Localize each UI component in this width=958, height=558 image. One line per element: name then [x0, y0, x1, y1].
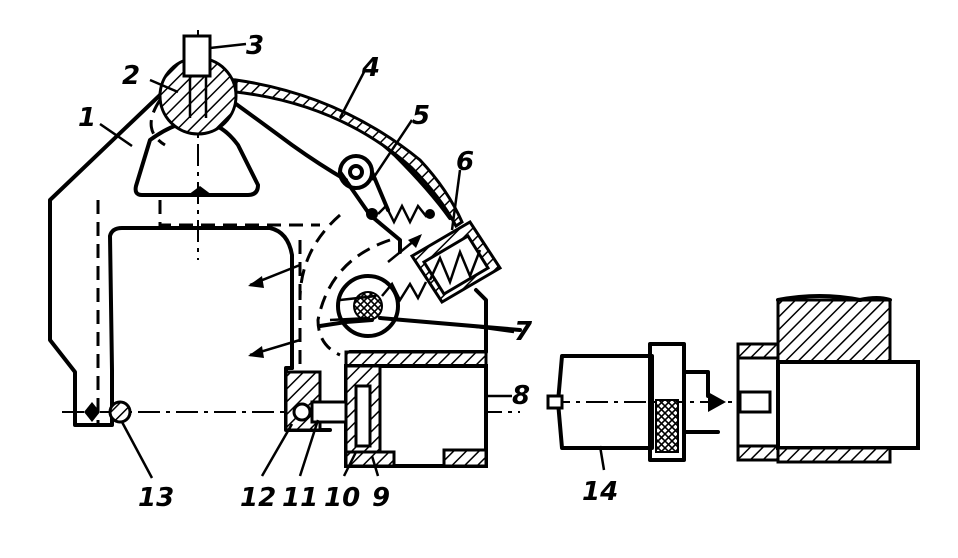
label-8: 8	[512, 381, 530, 411]
label-1: 1	[78, 103, 96, 133]
spring-housing	[409, 219, 503, 305]
label-2: 2	[122, 61, 140, 91]
label-10: 10	[324, 483, 360, 513]
label-12: 12	[240, 483, 276, 513]
cylinder-housing	[284, 350, 488, 468]
curved-cover	[234, 78, 464, 229]
label-14: 14	[582, 477, 618, 507]
label-6: 6	[456, 147, 474, 177]
label-3: 3	[246, 31, 264, 61]
label-13: 13	[138, 483, 174, 513]
label-4: 4	[361, 53, 380, 83]
label-9: 9	[372, 483, 390, 513]
label-5: 5	[412, 101, 430, 131]
motion-arrows	[248, 234, 422, 358]
top-pin	[158, 34, 238, 136]
lever	[338, 154, 435, 254]
right-assembly	[546, 294, 920, 464]
pivot-13	[84, 400, 132, 424]
label-7: 7	[514, 317, 533, 347]
label-11: 11	[282, 483, 318, 513]
leader-lines	[99, 42, 606, 479]
part-labels: 1 2 3 4 5 6 7 8 9 10 11 12 13 14	[78, 31, 618, 513]
wheel	[318, 274, 522, 338]
